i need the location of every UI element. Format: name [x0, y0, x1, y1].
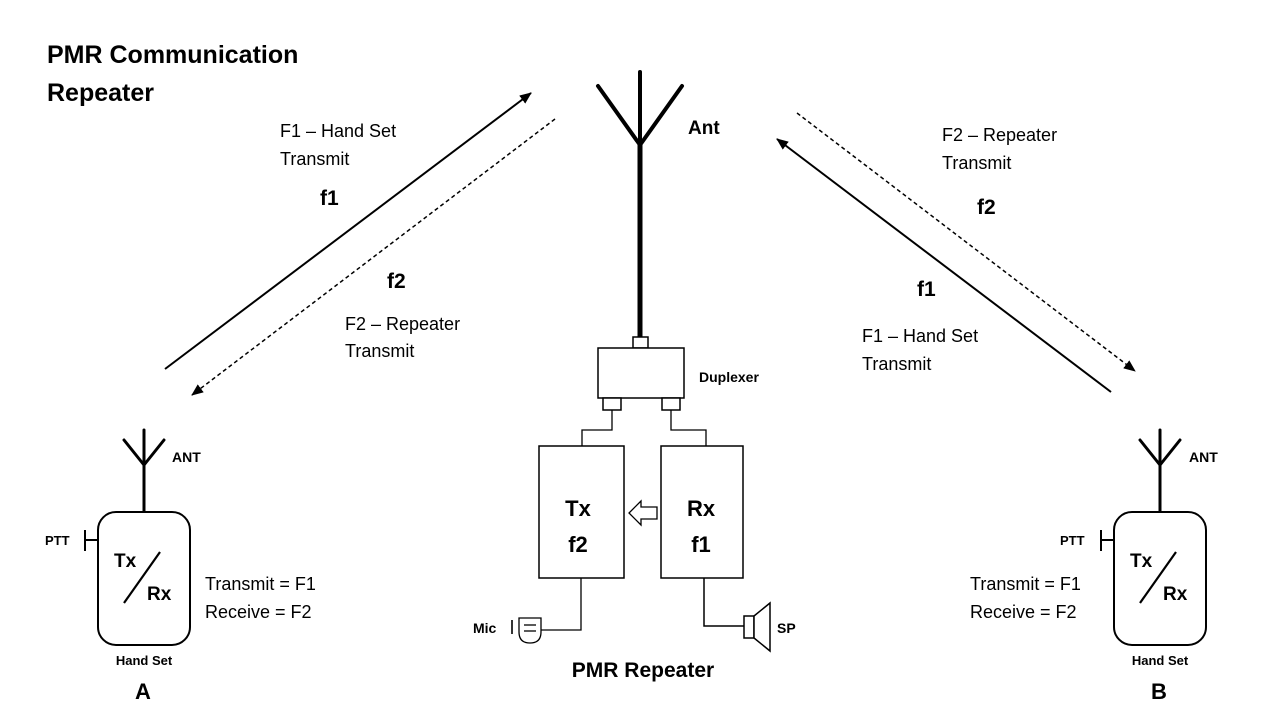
handset-a-body: [97, 511, 191, 646]
handset-b-ant-label: ANT: [1189, 449, 1218, 465]
handset-b-id: B: [1151, 679, 1167, 704]
handset-a-ptt-label: PTT: [45, 533, 70, 548]
handset-a-caption: Hand Set: [116, 653, 173, 668]
handset-b-transmit: Transmit = F1: [970, 574, 1081, 594]
tx-block: [538, 445, 625, 579]
duplexer-label: Duplexer: [699, 369, 759, 385]
handset-a-ant-label: ANT: [172, 449, 201, 465]
handset-a-tx: Tx: [114, 551, 137, 572]
left-downlink-arrow: [191, 118, 556, 396]
rx-block-freq: f1: [691, 532, 711, 557]
handset-a-antenna-icon: [122, 428, 166, 514]
diagram-title-line1: PMR Communication: [47, 41, 298, 69]
handset-a-receive: Receive = F2: [205, 602, 312, 622]
repeater-antenna-icon: [596, 70, 684, 341]
right-tx-freq: f1: [917, 278, 936, 301]
rx-block: [660, 445, 744, 579]
handset-a-ptt-icon: [84, 530, 98, 551]
handset-b-tx: Tx: [1130, 551, 1153, 572]
handset-b: ANT PTT Tx Rx Transmit = F1 Receive = F2…: [970, 428, 1218, 704]
left-tx-label-line1: F1 – Hand Set: [280, 121, 396, 141]
right-rx-label-line1: F2 – Repeater: [942, 125, 1057, 145]
microphone-icon: [511, 578, 582, 644]
right-downlink-arrow: [796, 112, 1136, 372]
right-tx-label-line2: Transmit: [862, 354, 931, 374]
duplexer-connections: [581, 410, 707, 446]
mic-label: Mic: [473, 620, 497, 636]
tx-block-label: Tx: [565, 496, 591, 521]
speaker-icon: [703, 578, 771, 653]
handset-b-ptt-label: PTT: [1060, 533, 1085, 548]
handset-a: ANT PTT Tx Rx Transmit = F1 Receive = F2…: [45, 428, 316, 704]
right-rx-freq: f2: [977, 196, 996, 219]
handset-a-id: A: [135, 679, 151, 704]
handset-b-body: [1113, 511, 1207, 646]
right-rx-label-line2: Transmit: [942, 153, 1011, 173]
handset-a-transmit: Transmit = F1: [205, 574, 316, 594]
right-uplink-arrow: [776, 138, 1112, 393]
left-tx-label-line2: Transmit: [280, 149, 349, 169]
handset-b-ptt-icon: [1100, 530, 1114, 551]
handset-b-receive: Receive = F2: [970, 602, 1077, 622]
left-rx-label-line2: Transmit: [345, 341, 414, 361]
handset-a-slash: [123, 551, 161, 604]
left-rx-label-line1: F2 – Repeater: [345, 314, 460, 334]
handset-b-antenna-icon: [1138, 428, 1182, 514]
repeater-ant-label: Ant: [688, 118, 720, 139]
diagram-title-line2: Repeater: [47, 79, 154, 107]
rx-to-tx-arrow-icon: [628, 499, 658, 527]
duplexer-block: [597, 336, 685, 411]
repeater-caption: PMR Repeater: [572, 659, 714, 682]
rx-block-label: Rx: [687, 496, 716, 521]
left-uplink-arrow: [164, 92, 532, 370]
sp-label: SP: [777, 620, 796, 636]
tx-block-freq: f2: [568, 532, 588, 557]
handset-b-rx: Rx: [1163, 584, 1188, 605]
handset-a-rx: Rx: [147, 584, 172, 605]
handset-b-caption: Hand Set: [1132, 653, 1189, 668]
right-tx-label-line1: F1 – Hand Set: [862, 326, 978, 346]
left-tx-freq: f1: [320, 187, 339, 210]
left-rx-freq: f2: [387, 270, 406, 293]
handset-b-slash: [1139, 551, 1177, 604]
